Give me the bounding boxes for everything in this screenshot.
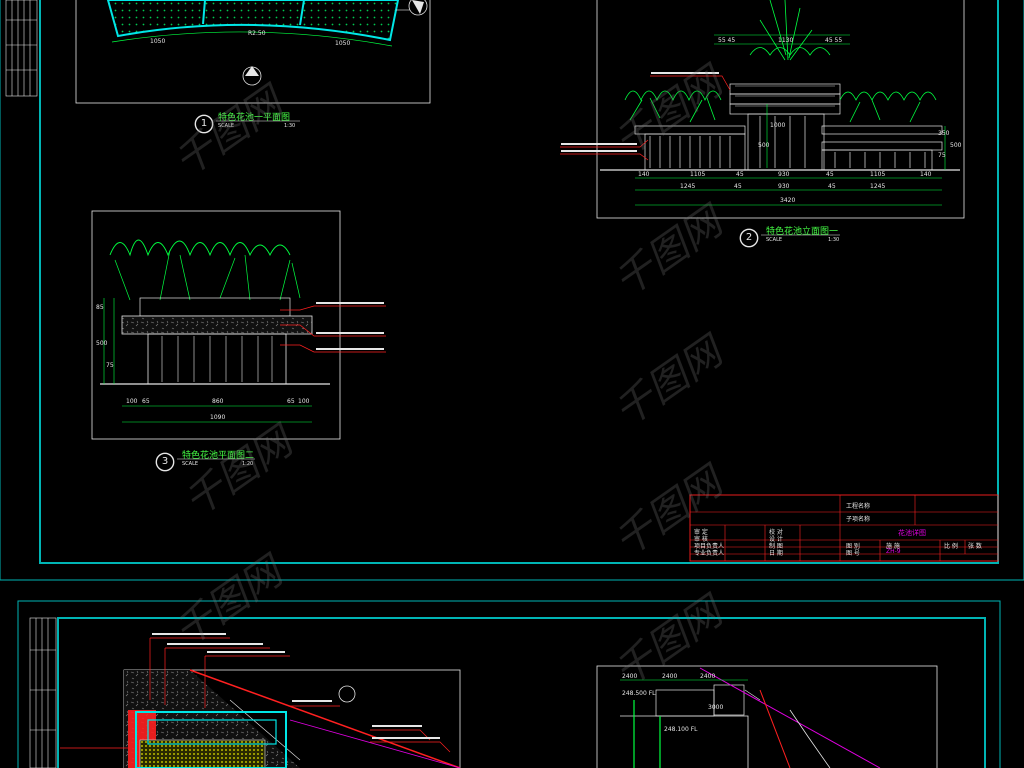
d2-top-dim-right: 45 55	[825, 37, 843, 44]
d2-center-dim: 1000	[770, 122, 786, 129]
detail-marker-circle	[338, 685, 356, 703]
tb-col-2: 设 计	[769, 536, 783, 543]
title-block	[689, 494, 999, 562]
tb-sub-label: 子项名称	[846, 516, 871, 523]
section-3-dimensions	[103, 298, 312, 423]
drawing-2-scale-value: 1:30	[828, 237, 840, 243]
tb-right-label-2: 图 号	[846, 550, 860, 557]
elevation-leader-texts	[561, 72, 719, 152]
tb-row-4: 专业负责人	[694, 550, 725, 557]
section-marker-top	[408, 0, 428, 16]
lower-sheet-outer-border	[17, 600, 1001, 768]
drawing-3-caption: 特色花池平面图二	[182, 451, 255, 461]
drawing-3-frame	[91, 210, 341, 440]
tb-right-label-1: 图 别	[846, 543, 860, 550]
d3-bottom-dim-5: 100	[298, 398, 310, 405]
lower-left-strip	[29, 617, 57, 768]
d5-dim-3: 2400	[700, 673, 716, 680]
d2-overall: 3420	[780, 197, 796, 204]
d1-dim-center: R2.50	[248, 30, 266, 37]
tb-right-val-2: ZH-9	[886, 548, 901, 555]
lower-sheet-inner-border	[57, 617, 986, 768]
drawing-5-frame	[596, 665, 938, 768]
d1-dim-left: 1050	[150, 38, 166, 45]
d2-mid-dim-1: 140	[638, 171, 650, 178]
d3-bottom-dim-3: 860	[212, 398, 224, 405]
d5-dim-2: 2400	[662, 673, 678, 680]
section-marker-bottom	[242, 66, 262, 86]
upper-sheet-outer-border	[0, 0, 1024, 581]
section-3-leader-texts	[316, 302, 384, 350]
retaining-wall-section	[124, 669, 461, 768]
d2-total-1: 1245	[680, 183, 696, 190]
d3-bottom-dim-1: 100	[126, 398, 138, 405]
elevation-dimension-lines	[635, 34, 946, 206]
d3-overall: 1090	[210, 414, 226, 421]
d2-mid-dim-6: 1105	[870, 171, 886, 178]
drawing-4-leader-texts	[152, 633, 440, 739]
tb-project-label: 工程名称	[846, 503, 871, 510]
tb-row-1: 审 定	[694, 529, 708, 536]
d5-dim-1: 2400	[622, 673, 638, 680]
d5-level-1: 248.500 FL	[622, 690, 656, 697]
drawing-4-leaders	[60, 637, 451, 753]
d2-right-dim-3: 350	[938, 130, 950, 137]
d2-total-2: 45	[734, 183, 742, 190]
section-3-leaders	[280, 305, 386, 353]
drawing-1-scale-label: SCALE	[218, 123, 235, 129]
drawing-2-frame	[596, 0, 965, 219]
tb-col-4: 日 期	[769, 550, 783, 557]
upper-sheet-inner-border	[39, 0, 999, 564]
d5-side-dim: 3000	[708, 704, 724, 711]
d2-top-dim-left: 55 45	[718, 37, 736, 44]
d2-total-4: 45	[828, 183, 836, 190]
drawing-3-scale-label: SCALE	[182, 461, 199, 467]
tiered-planter-elevation	[600, 83, 960, 171]
d2-right-dim-1: 500	[950, 142, 962, 149]
tb-sheet-title: 花池详图	[898, 529, 926, 537]
drawing-1-frame	[75, 0, 431, 104]
drawing-1-scale-value: 1:30	[284, 123, 296, 129]
drawing-2-number: 2	[740, 229, 758, 247]
d2-total-3: 930	[778, 183, 790, 190]
d3-left-dim-2: 500	[96, 340, 108, 347]
stair-section	[620, 667, 881, 768]
curved-planter-plan	[106, 0, 410, 47]
upper-left-strip	[5, 0, 38, 97]
drawing-2-scale-label: SCALE	[766, 237, 783, 243]
d2-right-dim-2: 75	[938, 152, 946, 159]
planter-section-3	[100, 239, 330, 385]
drawing-2-caption: 特色花池立面图一	[766, 227, 839, 237]
d2-mid-dim-5: 45	[826, 171, 834, 178]
d2-mid-dim-7: 140	[920, 171, 932, 178]
drawing-1-number: 1	[195, 115, 213, 133]
d2-mid-dim-4: 930	[778, 171, 790, 178]
tb-row-2: 审 核	[694, 536, 708, 543]
d3-bottom-dim-4: 65	[287, 398, 295, 405]
tb-row-3: 项目负责人	[694, 543, 725, 550]
drawing-1-caption: 特色花池一平面图	[218, 113, 291, 123]
d2-top-dim-center: 1130	[778, 37, 794, 44]
d2-total-5: 1245	[870, 183, 886, 190]
tb-col-3: 制 图	[769, 543, 783, 550]
d2-mid-dim-2: 1105	[690, 171, 706, 178]
d2-left-dim: 500	[758, 142, 770, 149]
elevation-leaders	[560, 75, 731, 161]
d3-left-dim-1: 85	[96, 304, 104, 311]
drawing-3-scale-value: 1:20	[242, 461, 254, 467]
d5-level-2: 248.100 FL	[664, 726, 698, 733]
tb-extra-1: 比 例	[944, 543, 958, 550]
tb-extra-2: 张 数	[968, 543, 982, 550]
d3-bottom-dim-2: 65	[142, 398, 150, 405]
d1-dim-right: 1050	[335, 40, 351, 47]
drawing-3-number: 3	[156, 453, 174, 471]
d3-left-dim-3: 75	[106, 362, 114, 369]
d2-mid-dim-3: 45	[736, 171, 744, 178]
tb-right-val-1: 施 施	[886, 543, 900, 550]
tb-col-1: 校 对	[769, 529, 783, 536]
elevation-plants	[624, 0, 937, 123]
